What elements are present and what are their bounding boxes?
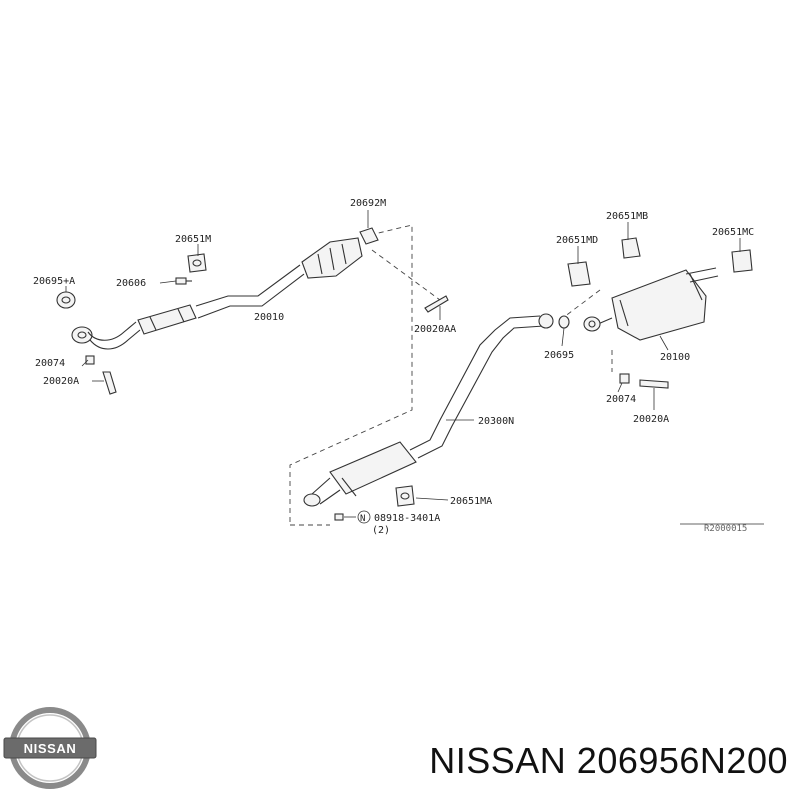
- label-20651MA: 20651MA: [450, 496, 492, 507]
- label-20074-right: 20074: [606, 394, 636, 405]
- label-20695: 20695: [544, 350, 574, 361]
- label-20651MB: 20651MB: [606, 211, 648, 222]
- rear-muffler-assembly: [558, 237, 753, 389]
- label-20300N: 20300N: [478, 416, 514, 427]
- label-20010: 20010: [254, 312, 284, 323]
- label-08918-quantity: (2): [372, 525, 390, 536]
- caption-brand: NISSAN: [429, 740, 567, 781]
- label-20074-left: 20074: [35, 358, 65, 369]
- label-20692M: 20692M: [350, 198, 386, 209]
- label-20020AA: 20020AA: [414, 324, 456, 335]
- caption-part-number: 206956N200: [576, 740, 788, 781]
- front-pipe-assembly: [56, 227, 449, 395]
- logo-text: NISSAN: [24, 741, 77, 756]
- nissan-logo: NISSAN: [3, 707, 97, 789]
- dashed-group-outline: [289, 224, 613, 526]
- label-20020A-left: 20020A: [43, 376, 79, 387]
- label-20651MC: 20651MC: [712, 227, 754, 238]
- label-20606: 20606: [116, 278, 146, 289]
- nut-symbol-circle: [357, 510, 371, 524]
- label-08918-3401A: 08918-3401A: [374, 513, 440, 524]
- label-20695A: 20695+A: [33, 276, 75, 287]
- label-20020A-right: 20020A: [633, 414, 669, 425]
- label-20100: 20100: [660, 352, 690, 363]
- label-20651MD: 20651MD: [556, 235, 598, 246]
- center-pipe-assembly: [303, 313, 554, 521]
- leader-lines: [65, 210, 764, 525]
- diagram-reference-code: R2000015: [704, 524, 747, 534]
- nut-symbol: N: [360, 514, 365, 524]
- label-20651M: 20651M: [175, 234, 211, 245]
- part-caption: NISSAN 206956N200: [429, 740, 788, 782]
- part-labels: 20692M 20651M 20606 20695+A 20010 20074 …: [33, 198, 754, 536]
